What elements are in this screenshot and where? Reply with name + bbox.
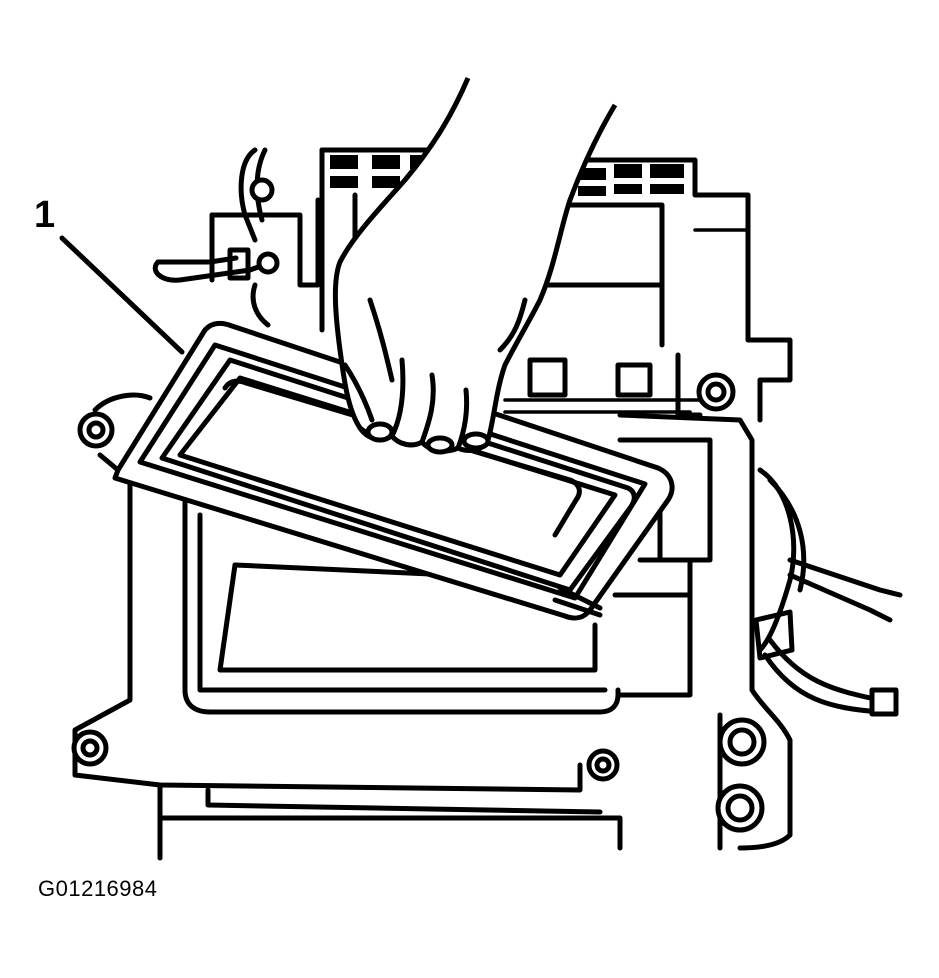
lower-housing [71,392,793,861]
figure-code: G01216984 [38,876,158,901]
callout-number-1: 1 [34,194,56,236]
callout-leader [59,235,185,355]
hand-icon [332,77,618,455]
wiring-harness [753,467,903,717]
bracket-wire [152,147,321,328]
filter-frame [97,320,675,621]
